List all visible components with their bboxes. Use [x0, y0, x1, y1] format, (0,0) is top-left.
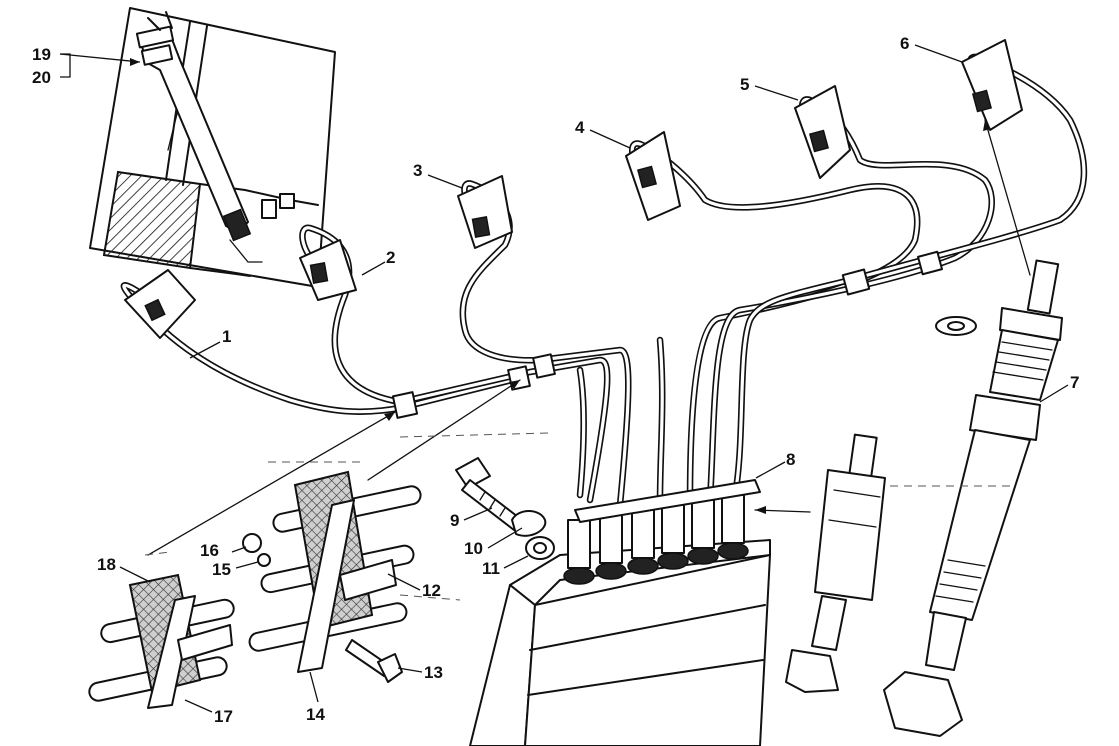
- pipe-clamp: [917, 250, 943, 276]
- pipe-clamp: [532, 353, 556, 379]
- inset-hatched-block: [102, 170, 202, 270]
- fuel-pipes: [120, 53, 1088, 509]
- callout-12: 12: [422, 581, 441, 600]
- callout-20: 20: [32, 68, 51, 87]
- clamp-assembly-right: [242, 470, 422, 683]
- callout-11: 11: [482, 559, 500, 578]
- callout-3: 3: [413, 161, 422, 180]
- callout-labels: 1 2 3 4 5 6 7 8 9 10 11 12 13 14 15 16 1…: [32, 34, 1079, 726]
- clamp-strap: [147, 595, 196, 709]
- callout-19: 19: [32, 45, 51, 64]
- leader-lines: [144, 119, 1031, 601]
- callout-18: 18: [97, 555, 116, 574]
- injector-mount-3: [457, 175, 513, 249]
- washer-15: [257, 553, 271, 567]
- washer-bracket: [511, 510, 547, 537]
- clamp-strap: [297, 499, 355, 673]
- inset-detail: [89, 7, 336, 288]
- injector-mount-2: [299, 239, 357, 301]
- injector-7: [883, 259, 1063, 737]
- callout-13: 13: [424, 663, 443, 682]
- injector-mounts: [124, 39, 1023, 339]
- delivery-valve-holders: [563, 494, 749, 585]
- callout-17: 17: [214, 707, 233, 726]
- pipe-clamp: [841, 268, 871, 296]
- injector-middle-part: [785, 433, 886, 693]
- callout-6: 6: [900, 34, 909, 53]
- callout-15: 15: [212, 560, 231, 579]
- callout-9: 9: [450, 511, 459, 530]
- callout-10: 10: [464, 539, 483, 558]
- callout-1: 1: [222, 327, 231, 346]
- injector-nut: [883, 671, 963, 737]
- bolt-head: [455, 457, 491, 489]
- callout-8: 8: [786, 450, 795, 469]
- callout-leaders: [59, 44, 1069, 713]
- callout-14: 14: [306, 705, 325, 724]
- fasteners-9-10-11: [455, 457, 555, 560]
- callout-2: 2: [386, 248, 395, 267]
- callout-4: 4: [575, 118, 585, 137]
- nut-16: [242, 533, 262, 553]
- clamp-assembly-left: [88, 573, 235, 709]
- pipe-clamp: [391, 391, 419, 419]
- callout-5: 5: [740, 75, 749, 94]
- clamp-bar: [574, 479, 761, 523]
- callout-7: 7: [1070, 373, 1079, 392]
- callout-16: 16: [200, 541, 219, 560]
- injector-mount-6: [961, 39, 1023, 131]
- injection-pump: [469, 479, 771, 746]
